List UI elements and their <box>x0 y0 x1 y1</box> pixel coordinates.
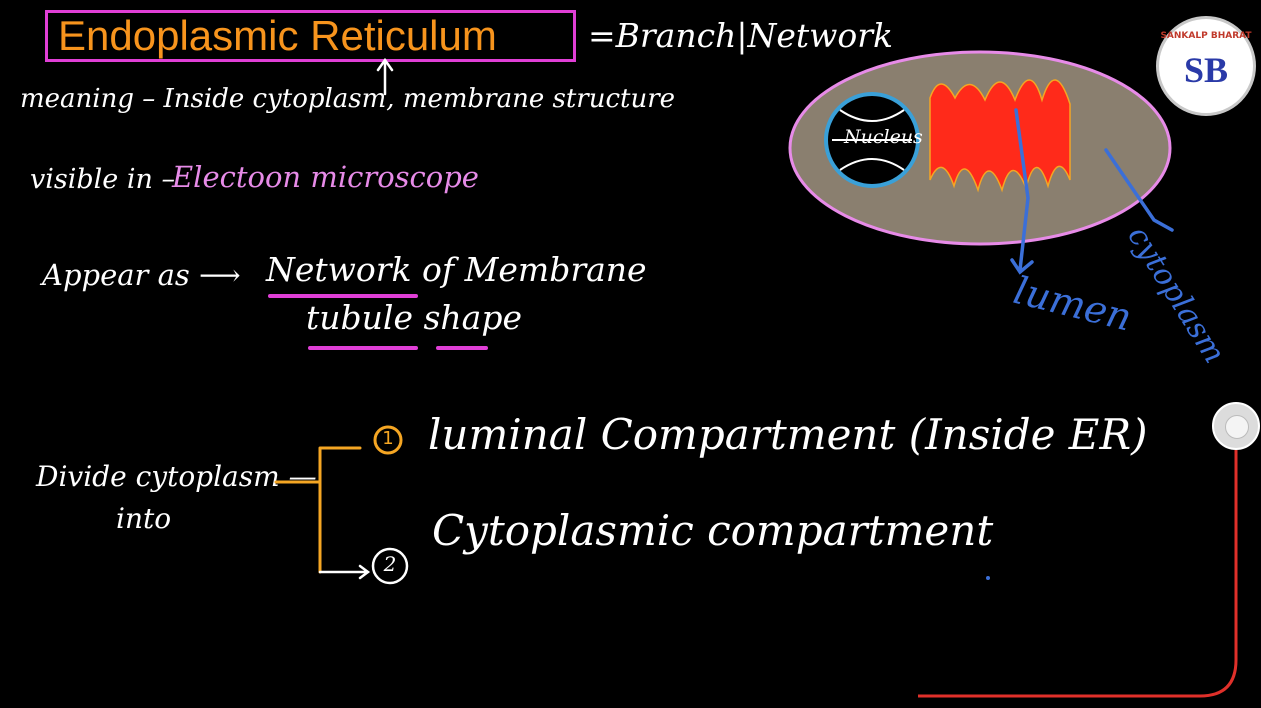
title-box <box>45 10 576 62</box>
cell-diagram <box>788 50 1174 275</box>
lumen-arrow <box>1010 108 1034 275</box>
meaning-line: meaning – Inside cytoplasm, membrane str… <box>20 84 676 114</box>
cytoplasm-arrow <box>1104 148 1174 232</box>
visible-label: visible in – <box>30 164 175 195</box>
item-2-marker: 2 <box>383 552 397 576</box>
underline-tubule <box>308 346 418 350</box>
er-tubules <box>929 79 1071 193</box>
appear-label: Appear as ⟶ <box>42 258 241 292</box>
appear-line-2: tubule shape <box>306 298 522 337</box>
divide-label: Divide cytoplasm — <box>36 460 317 493</box>
pen-dot <box>986 576 990 580</box>
item-2-text: Cytoplasmic compartment <box>432 506 994 555</box>
logo-ring-text: SANKALP BHARAT <box>1160 31 1252 41</box>
underline-network <box>268 294 418 298</box>
nucleus-label: Nucleus <box>844 126 923 148</box>
title-meaning: =Branch|Network <box>588 16 894 55</box>
nucleus <box>824 92 920 188</box>
appear-line-1: Network of Membrane <box>266 250 647 289</box>
page-title: Endoplasmic Reticulum <box>58 12 497 59</box>
logo-initials: SB <box>1183 50 1229 90</box>
title-pointer-arrow <box>376 57 394 96</box>
divide-label-into: into <box>116 502 172 535</box>
sankalp-bharat-logo: SANKALP BHARAT SB <box>1156 16 1256 116</box>
slider-handle[interactable] <box>1212 402 1260 450</box>
item-1-marker: 1 <box>382 428 394 449</box>
pen-cord <box>918 450 1238 698</box>
underline-shape <box>436 346 488 350</box>
slider-handle-knob <box>1225 415 1249 439</box>
visible-value: Electoon microscope <box>172 160 479 194</box>
division-bracket <box>274 425 409 585</box>
item-1-text: luminal Compartment (Inside ER) <box>428 410 1148 459</box>
